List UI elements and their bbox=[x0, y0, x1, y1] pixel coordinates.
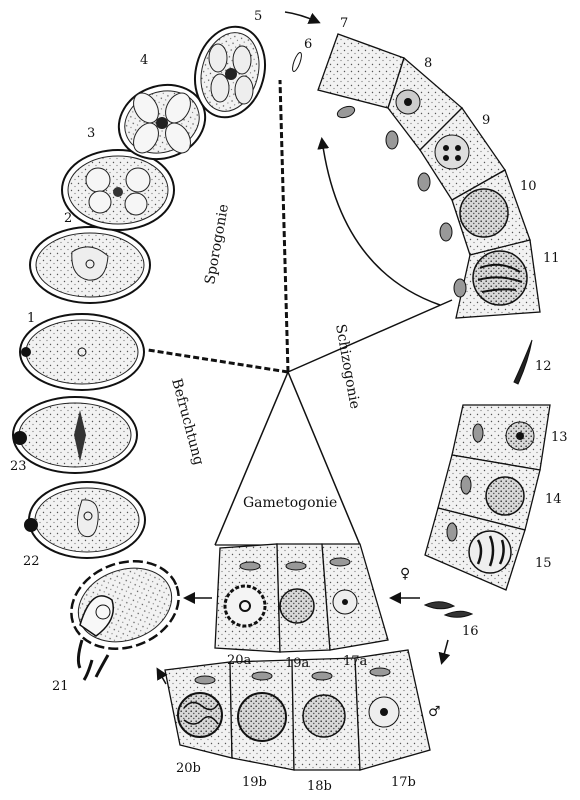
stage-number-17b: 17b bbox=[391, 775, 416, 790]
stage-number-22: 22 bbox=[23, 554, 40, 569]
stage-number-2: 2 bbox=[64, 211, 72, 226]
stage-number-21: 21 bbox=[52, 679, 69, 694]
stage-number-1: 1 bbox=[27, 311, 35, 326]
center-divider-lines bbox=[148, 80, 452, 545]
oocyst-23 bbox=[13, 397, 137, 473]
stage-number-20a: 20a bbox=[227, 653, 252, 668]
stage-number-8: 8 bbox=[424, 56, 432, 71]
oocyst-22 bbox=[24, 482, 145, 558]
stage-number-19b: 19b bbox=[242, 775, 267, 790]
stage-number-5: 5 bbox=[254, 9, 262, 24]
stage-number-4: 4 bbox=[140, 53, 148, 68]
label-schizogonie: Schizogonie bbox=[332, 323, 363, 410]
oocyst-2 bbox=[30, 227, 150, 303]
female-symbol: ♀ bbox=[400, 566, 410, 582]
stage-number-20b: 20b bbox=[176, 761, 201, 776]
schizogony-cell-band-2 bbox=[425, 405, 550, 590]
stage-number-3: 3 bbox=[87, 126, 95, 141]
schizogony-cell-band bbox=[318, 34, 540, 318]
merozoites-16 bbox=[425, 602, 472, 618]
stage-number-23: 23 bbox=[10, 459, 27, 474]
stage-number-12: 12 bbox=[535, 359, 552, 374]
stage-number-13: 13 bbox=[551, 430, 568, 445]
stage-number-19a: 19a bbox=[285, 656, 310, 671]
oocyst-1 bbox=[20, 314, 144, 390]
stage-number-16: 16 bbox=[462, 624, 479, 639]
label-sporogonie: Sporogonie bbox=[202, 203, 232, 286]
label-befruchtung: Befruchtung bbox=[168, 377, 206, 467]
stage-number-18b: 18b bbox=[307, 779, 332, 794]
stage-number-9: 9 bbox=[482, 113, 490, 128]
stage-number-11: 11 bbox=[543, 251, 560, 266]
oocyst-3 bbox=[62, 150, 174, 230]
merozoite-12 bbox=[514, 340, 532, 384]
stage-number-10: 10 bbox=[520, 179, 537, 194]
stage-number-17a: 17a bbox=[343, 654, 368, 669]
macrogamete-cell-band bbox=[215, 544, 388, 652]
label-gametogonie: Gametogonie bbox=[243, 495, 337, 511]
stage-number-7: 7 bbox=[340, 16, 348, 31]
stage-number-14: 14 bbox=[545, 492, 562, 507]
stage-number-6: 6 bbox=[304, 37, 312, 52]
stage-number-15: 15 bbox=[535, 556, 552, 571]
oocyst-21-fertilization bbox=[59, 547, 191, 680]
male-symbol: ♂ bbox=[428, 704, 441, 720]
